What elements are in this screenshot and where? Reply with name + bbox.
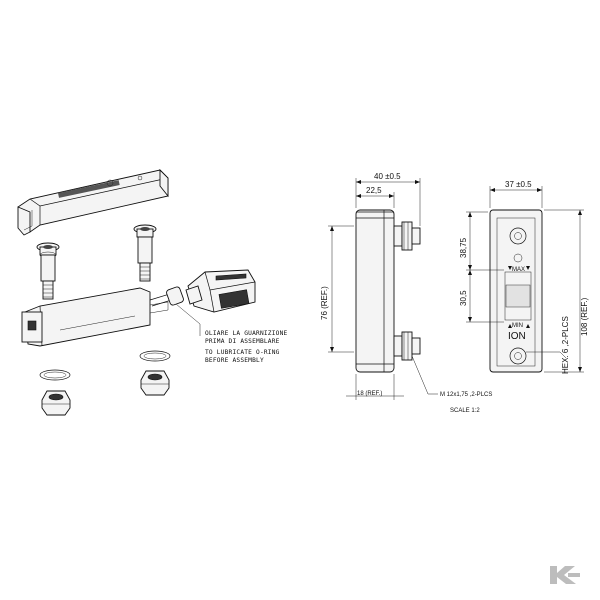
o-ring-right <box>139 350 171 362</box>
dim-side-base: 18 (REF.) <box>357 391 382 397</box>
brand-label: ION <box>508 331 526 342</box>
logo-icon <box>550 566 580 584</box>
lower-body <box>21 287 169 347</box>
dim-thread: M 12x1,75 ,2-PLCS <box>440 392 492 398</box>
note-line-2: PRIMA DI ASSEMBLARE <box>205 338 280 345</box>
sensor-arm <box>149 286 184 307</box>
nut-right <box>140 370 170 396</box>
dim-front-top-offset: 38,75 <box>459 237 468 258</box>
dim-front-window: 30,5 <box>459 290 468 306</box>
dim-side-height: 76 (REF.) <box>320 286 329 320</box>
bolt-right <box>133 224 157 282</box>
front-view <box>466 186 584 373</box>
dim-front-height: 108 (REF.) <box>580 297 589 336</box>
nut-left <box>41 390 71 416</box>
dim-front-width: 37 ±0.5 <box>505 180 532 189</box>
exploded-assembly <box>17 168 256 416</box>
note-line-1: OLIARE LA GUARNIZIONE <box>205 330 288 337</box>
label-max: MAX <box>512 267 525 273</box>
bolt-left <box>36 242 60 300</box>
o-ring-left <box>39 369 71 381</box>
assembly-note: OLIARE LA GUARNIZIONE PRIMA DI ASSEMBLAR… <box>205 330 288 364</box>
sensor-connector <box>185 269 256 313</box>
dim-side-width-body: 22,5 <box>366 186 382 195</box>
side-view <box>328 178 438 400</box>
note-line-4: BEFORE ASSEMBLY <box>205 357 264 364</box>
dim-side-width-total: 40 ±0.5 <box>374 172 401 181</box>
top-bracket <box>17 168 169 236</box>
scale-label: SCALE 1:2 <box>450 408 480 414</box>
dim-front-hex: HEX. 6 ,2-PLCS <box>561 316 570 374</box>
note-line-3: TO LUBRICATE O-RING <box>205 349 280 356</box>
label-min: MIN <box>512 323 523 329</box>
